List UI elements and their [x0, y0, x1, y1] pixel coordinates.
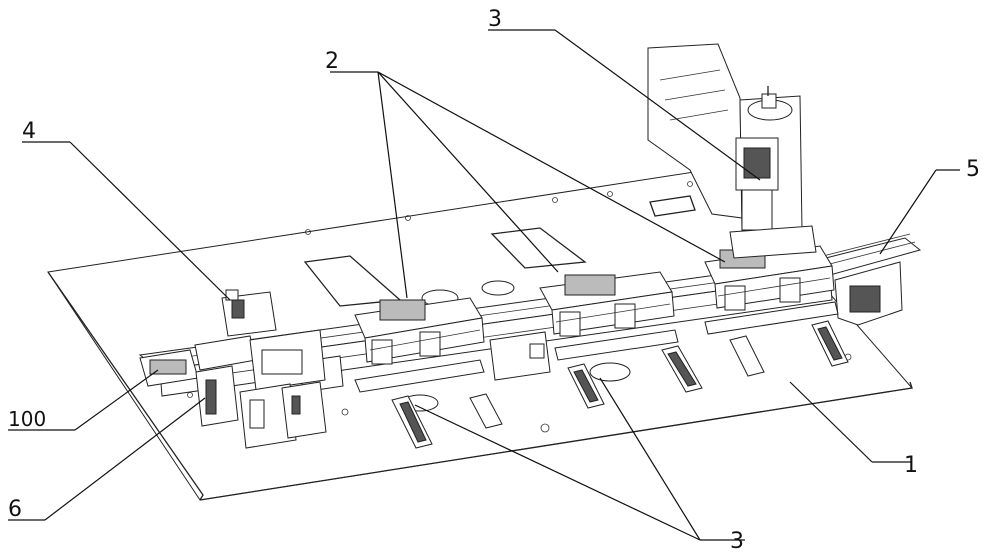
label-100: 100 — [8, 407, 46, 431]
vision-gantry — [647, 43, 817, 259]
leader-3-bottom-a — [414, 404, 701, 541]
support-cylinders — [391, 320, 849, 449]
leader-lines — [8, 29, 960, 541]
callout-labels: 2 3 4 5 100 6 1 3 — [8, 7, 980, 554]
leader-4-diagonal — [69, 141, 231, 301]
station-middle — [539, 271, 679, 361]
leader-2-c — [377, 71, 726, 263]
leader-1-diagonal — [789, 381, 873, 463]
label-3-top: 3 — [488, 7, 502, 32]
label-3-bottom: 3 — [730, 529, 744, 554]
left-loading-module — [139, 289, 327, 449]
station-right — [704, 245, 839, 335]
leader-3-bottom-b — [599, 377, 701, 541]
leader-6-diagonal — [44, 397, 206, 521]
leader-100-diagonal — [74, 369, 159, 431]
leader-3-top-diagonal — [554, 29, 761, 181]
label-1: 1 — [904, 453, 918, 478]
station-left — [354, 297, 485, 393]
label-5: 5 — [966, 157, 980, 182]
label-2: 2 — [325, 49, 339, 74]
leader-2-b — [377, 71, 559, 273]
leader-2-a — [377, 71, 408, 299]
label-4: 4 — [22, 119, 36, 144]
label-6: 6 — [8, 497, 22, 522]
leader-5-diagonal — [879, 169, 937, 255]
